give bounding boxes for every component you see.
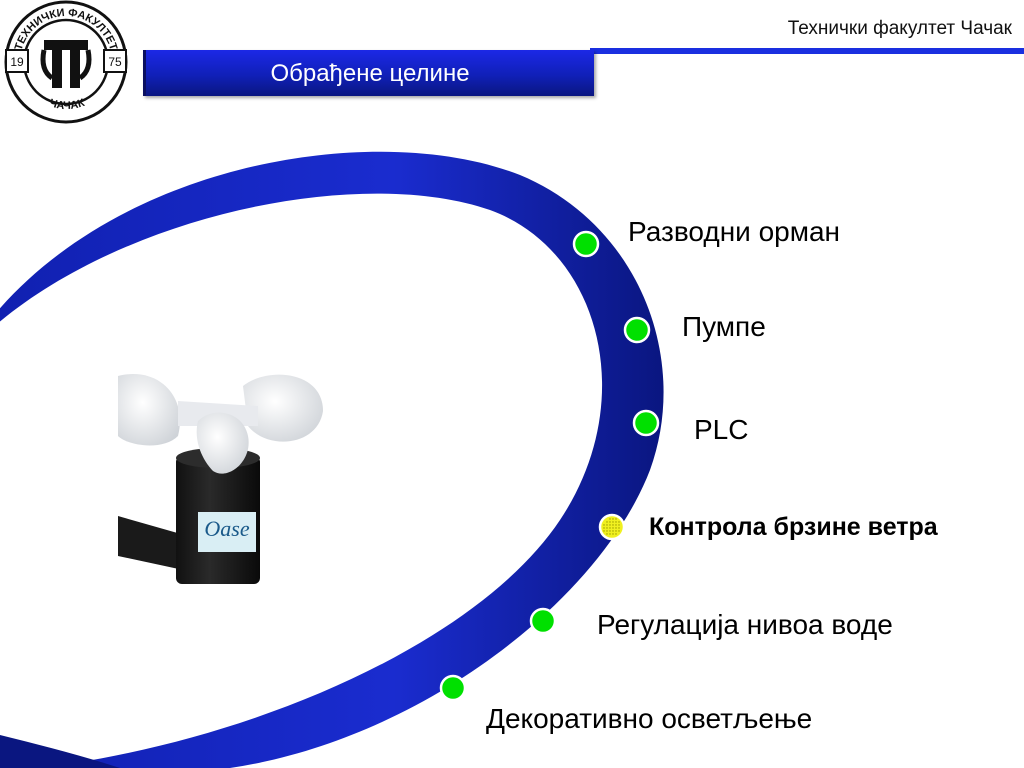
item-label-razvodni-orman: Разводни орман [628,216,841,247]
item-dot-texture [615,518,617,520]
item-dot-texture [618,524,620,526]
item-dot-current [598,513,626,541]
section-title: Обрађене целине [270,60,470,87]
item-dot [529,607,557,635]
logo-bottom-text: ЧАЧАК [48,97,87,112]
item-label-pumpe: Пумпе [682,311,766,342]
item-dot-texture [612,530,614,532]
item-dot-texture [609,533,611,535]
item-dot-texture [606,533,608,535]
item-label-regulacija-nivoa-vode: Регулација нивоа воде [597,609,893,640]
item-dot-texture [609,524,611,526]
item-dot-texture [615,530,617,532]
item-dot-texture [603,527,605,529]
item-dot-texture [609,530,611,532]
item-dot-texture [615,533,617,535]
item-dot-texture [609,518,611,520]
section-title-bar: Обрађене целине [143,50,594,96]
item-dot-texture [609,521,611,523]
institution-title: Технички факултет Чачак [787,18,1012,39]
item-dot-texture [603,530,605,532]
item-dot-texture [606,521,608,523]
item-dot-texture [612,533,614,535]
item-dot-texture [612,524,614,526]
item-label-plc: PLC [694,414,749,445]
item-dot-texture [603,524,605,526]
item-dot-texture [606,530,608,532]
item-dot-texture [606,524,608,526]
item-dot-texture [612,521,614,523]
item-dot-texture [615,521,617,523]
header-rule [590,48,1024,54]
item-dot [439,674,467,702]
item-dot [572,230,600,258]
logo-year-right: 75 [108,55,122,69]
item-dot-texture [618,521,620,523]
item-dot-texture [606,527,608,529]
item-dot-texture [612,527,614,529]
item-dot-texture [615,524,617,526]
item-dot [623,316,651,344]
faculty-logo: ТЕХНИЧКИ ФАКУЛТЕТ ЧАЧАК 19 75 [4,0,128,124]
item-dot-texture [618,527,620,529]
svg-text:ЧАЧАК: ЧАЧАК [48,97,87,112]
logo-year-left: 19 [10,55,24,69]
item-dot-texture [609,527,611,529]
item-label-dekorativno-osvetljenje: Декоративно осветљење [486,703,813,734]
item-label-kontrola-brzine-vetra: Контрола брзине ветра [649,513,938,541]
item-dot-texture [615,527,617,529]
anemometer-image: Oase [118,374,323,584]
item-dot-texture [612,518,614,520]
device-brand: Oase [204,516,249,541]
item-dot [632,409,660,437]
item-dot-texture [618,530,620,532]
